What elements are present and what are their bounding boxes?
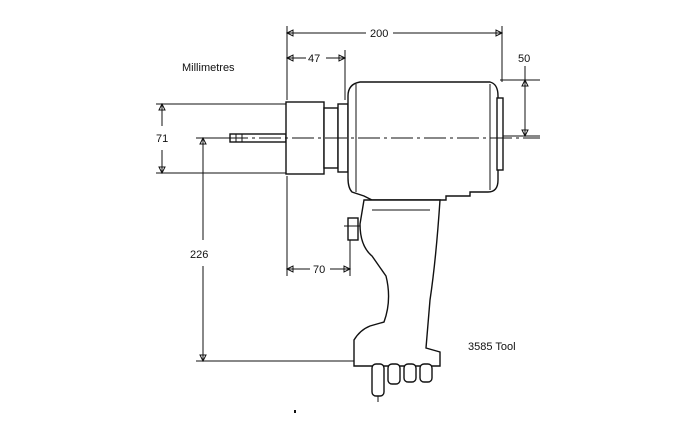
dimension-value-200: 200 bbox=[370, 28, 388, 40]
tool-body bbox=[347, 81, 499, 201]
tool-handle bbox=[353, 199, 441, 367]
dimension-nose-diameter: 71 bbox=[156, 102, 286, 175]
dimension-value-70: 70 bbox=[313, 264, 325, 276]
tool-name-label: 3585 Tool bbox=[468, 341, 516, 353]
dimension-value-226: 226 bbox=[190, 249, 208, 261]
dimension-handle-offset: 70 bbox=[285, 176, 352, 276]
dimension-overall-length: 200 bbox=[285, 26, 504, 100]
dimension-rear-height: 50 bbox=[500, 53, 540, 138]
dimension-value-47: 47 bbox=[308, 53, 320, 65]
air-fittings bbox=[371, 363, 433, 402]
dimension-nose-length: 47 bbox=[285, 50, 347, 100]
tool-outline bbox=[229, 81, 504, 413]
dimension-value-71: 71 bbox=[156, 133, 168, 145]
dimension-value-50: 50 bbox=[518, 53, 530, 65]
dimension-total-height: 226 bbox=[190, 136, 358, 363]
units-label: Millimetres bbox=[182, 62, 235, 74]
